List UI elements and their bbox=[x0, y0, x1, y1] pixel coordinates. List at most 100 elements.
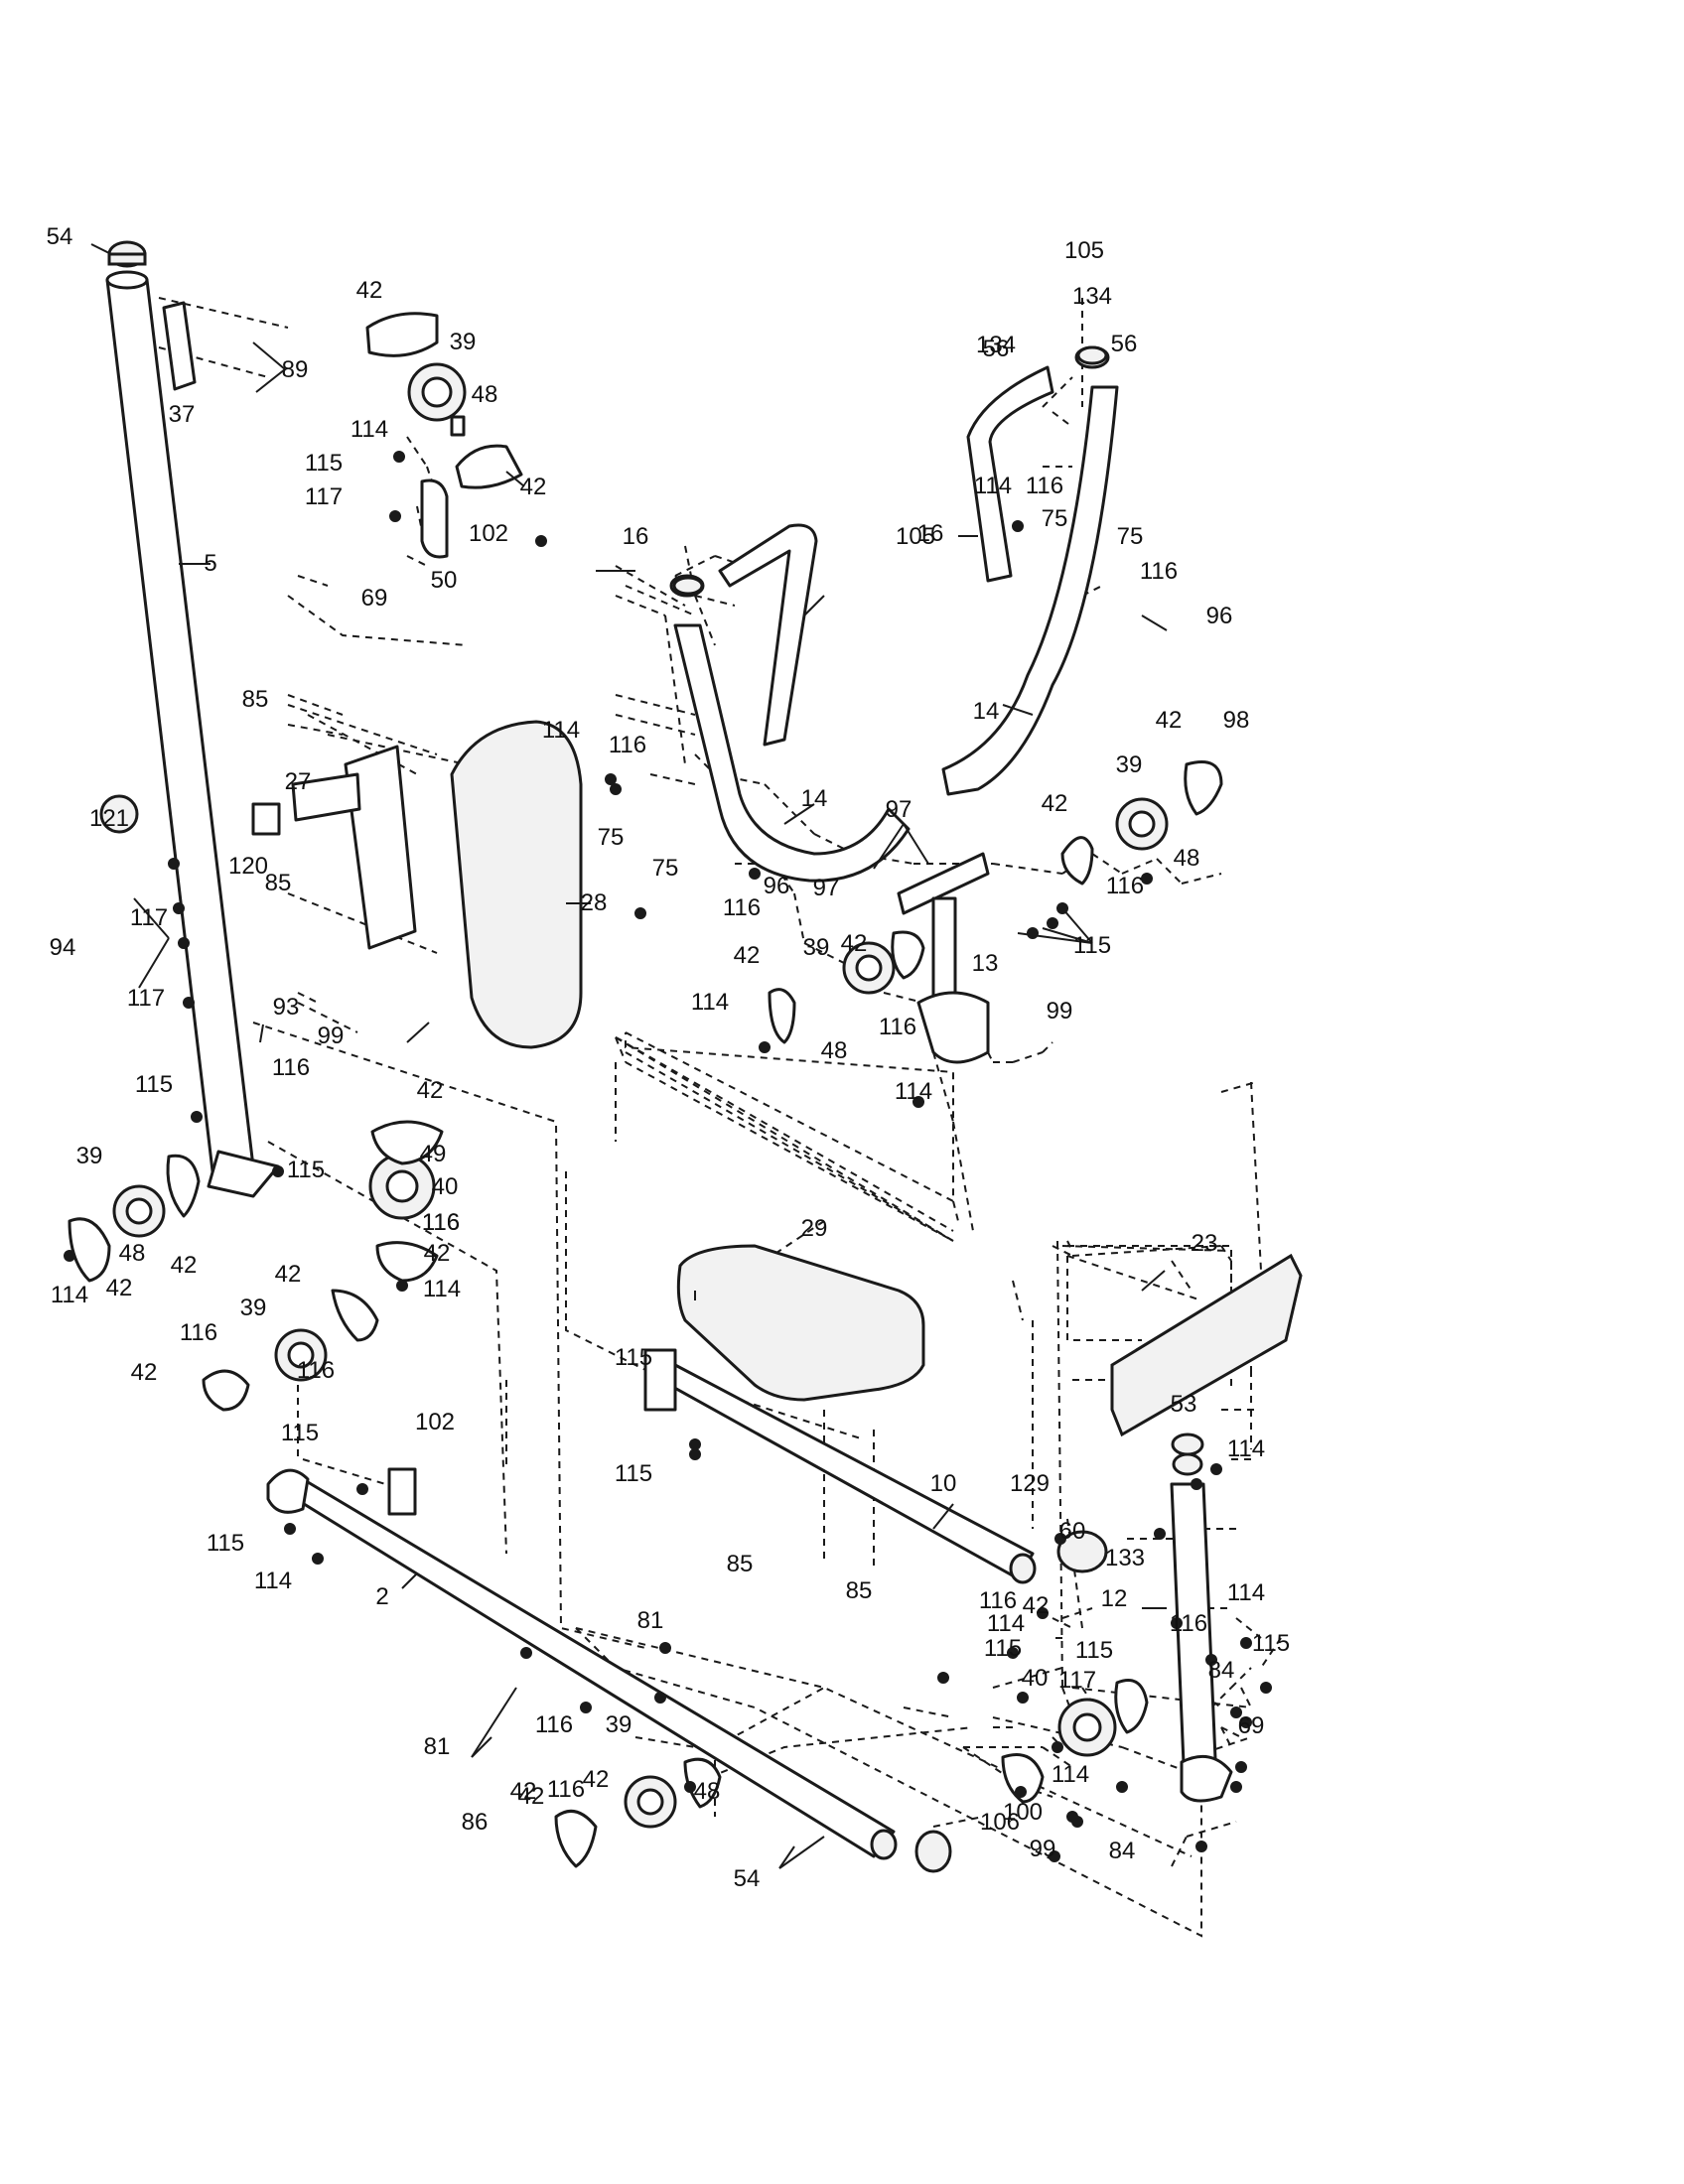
part-callout-42: 42 bbox=[518, 1783, 545, 1810]
upright-frame bbox=[105, 270, 280, 1198]
top-end-cap bbox=[107, 240, 147, 268]
part-callout-75: 75 bbox=[1042, 505, 1068, 532]
back-pad bbox=[344, 720, 583, 1049]
part-callout-116: 116 bbox=[547, 1776, 585, 1803]
part-callout-114: 114 bbox=[1052, 1761, 1089, 1788]
part-callout-93: 93 bbox=[273, 994, 300, 1021]
part-callout-115: 115 bbox=[1073, 932, 1111, 959]
pulley-seat-left bbox=[368, 1120, 444, 1283]
seat-rail bbox=[643, 1348, 1037, 1584]
part-callout-94: 94 bbox=[50, 934, 76, 961]
seat bbox=[676, 1244, 925, 1402]
part-callout-99: 99 bbox=[318, 1023, 345, 1049]
part-callout-116: 116 bbox=[422, 1209, 460, 1236]
roller bbox=[1056, 1530, 1108, 1573]
part-callout-114: 114 bbox=[254, 1568, 292, 1594]
part-callout-40: 40 bbox=[432, 1173, 459, 1200]
part-callout-100: 100 bbox=[1003, 1799, 1043, 1826]
part-callout-102: 102 bbox=[415, 1409, 455, 1435]
part-callout-84: 84 bbox=[1109, 1838, 1136, 1864]
pulley-lower-middle bbox=[202, 1289, 379, 1412]
part-callout-42: 42 bbox=[510, 1778, 537, 1805]
part-callout-86: 86 bbox=[462, 1809, 489, 1836]
pulley-assembly-top bbox=[365, 312, 523, 559]
part-callout-115: 115 bbox=[287, 1157, 325, 1183]
part-callout-84: 84 bbox=[1208, 1657, 1235, 1684]
part-callout-42: 42 bbox=[841, 930, 868, 957]
part-callout-56: 56 bbox=[1111, 331, 1138, 357]
adjustment-knob bbox=[99, 794, 139, 834]
part-callout-39: 39 bbox=[240, 1295, 267, 1321]
part-callout-56: 56 bbox=[983, 336, 1010, 362]
part-callout-117: 117 bbox=[1058, 1667, 1096, 1694]
part-callout-14: 14 bbox=[973, 698, 1000, 725]
part-callout-115: 115 bbox=[207, 1530, 244, 1557]
part-callout-29: 29 bbox=[801, 1215, 828, 1242]
part-callout-116: 116 bbox=[1026, 473, 1063, 499]
part-callout-106: 106 bbox=[980, 1809, 1020, 1836]
part-callout-42: 42 bbox=[1023, 1592, 1050, 1619]
base-frame bbox=[266, 1467, 898, 1860]
pulley-right-upper bbox=[1060, 760, 1223, 886]
bottom-end-cap bbox=[914, 1830, 952, 1873]
part-callout-116: 116 bbox=[272, 1054, 310, 1081]
part-callout-42: 42 bbox=[356, 277, 383, 304]
handlebar-mount bbox=[897, 852, 990, 1064]
part-callout-2: 2 bbox=[375, 1583, 388, 1610]
part-callout-115: 115 bbox=[615, 1344, 652, 1371]
part-callout-116: 116 bbox=[422, 1209, 460, 1236]
part-callout-115: 115 bbox=[305, 450, 343, 477]
assembly-guide-lines bbox=[158, 297, 1282, 1938]
part-callout-114: 114 bbox=[987, 1610, 1025, 1637]
part-callout-42: 42 bbox=[1042, 790, 1068, 817]
part-callout-48: 48 bbox=[472, 381, 498, 408]
part-callout-48: 48 bbox=[821, 1037, 848, 1064]
part-callout-114: 114 bbox=[51, 1282, 88, 1308]
part-callout-12: 12 bbox=[1101, 1585, 1128, 1612]
part-callout-39: 39 bbox=[450, 329, 477, 355]
part-callout-10: 10 bbox=[930, 1470, 957, 1497]
part-callout-115: 115 bbox=[1252, 1630, 1290, 1657]
part-callout-116: 116 bbox=[879, 1014, 916, 1040]
part-callout-116: 116 bbox=[535, 1711, 573, 1738]
pulley-bottom bbox=[554, 1757, 722, 1868]
part-callout-115: 115 bbox=[1075, 1637, 1113, 1664]
part-callout-114: 114 bbox=[542, 717, 580, 744]
part-callout-75: 75 bbox=[1117, 523, 1144, 550]
part-callout-49: 49 bbox=[420, 1141, 447, 1167]
part-callout-99: 99 bbox=[1030, 1836, 1056, 1862]
part-callout-54: 54 bbox=[734, 1865, 761, 1892]
part-callout-54: 54 bbox=[47, 223, 73, 250]
part-callout-116: 116 bbox=[297, 1357, 335, 1384]
part-callout-85: 85 bbox=[846, 1577, 873, 1604]
part-drawings bbox=[68, 240, 1303, 1873]
rear-leg-cap bbox=[1171, 1433, 1204, 1456]
part-callout-42: 42 bbox=[734, 942, 761, 969]
leader-lines bbox=[90, 243, 1168, 1869]
part-callout-116: 116 bbox=[723, 894, 761, 921]
part-callout-37: 37 bbox=[169, 401, 196, 428]
part-callout-117: 117 bbox=[130, 904, 168, 931]
part-callout-114: 114 bbox=[691, 989, 729, 1016]
part-callout-14: 14 bbox=[801, 785, 828, 812]
part-callout-85: 85 bbox=[265, 870, 292, 896]
part-callout-99: 99 bbox=[1047, 998, 1073, 1024]
part-callout-102: 102 bbox=[469, 520, 508, 547]
part-callout-96: 96 bbox=[764, 873, 790, 899]
part-callout-48: 48 bbox=[1174, 845, 1200, 872]
part-callout-117: 117 bbox=[127, 985, 165, 1012]
part-callout-115: 115 bbox=[615, 1460, 652, 1487]
part-callout-42: 42 bbox=[417, 1077, 444, 1104]
part-callout-98: 98 bbox=[1223, 707, 1250, 734]
part-callout-115: 115 bbox=[135, 1071, 173, 1098]
pulley-rear bbox=[1001, 1679, 1149, 1804]
part-callout-69: 69 bbox=[361, 585, 388, 612]
part-callout-85: 85 bbox=[242, 686, 269, 713]
part-callout-105: 105 bbox=[1064, 237, 1104, 264]
part-callout-69: 69 bbox=[1238, 1712, 1265, 1739]
part-callout-39: 39 bbox=[606, 1711, 632, 1738]
part-callout-53: 53 bbox=[1171, 1391, 1197, 1418]
part-callout-117: 117 bbox=[305, 483, 343, 510]
